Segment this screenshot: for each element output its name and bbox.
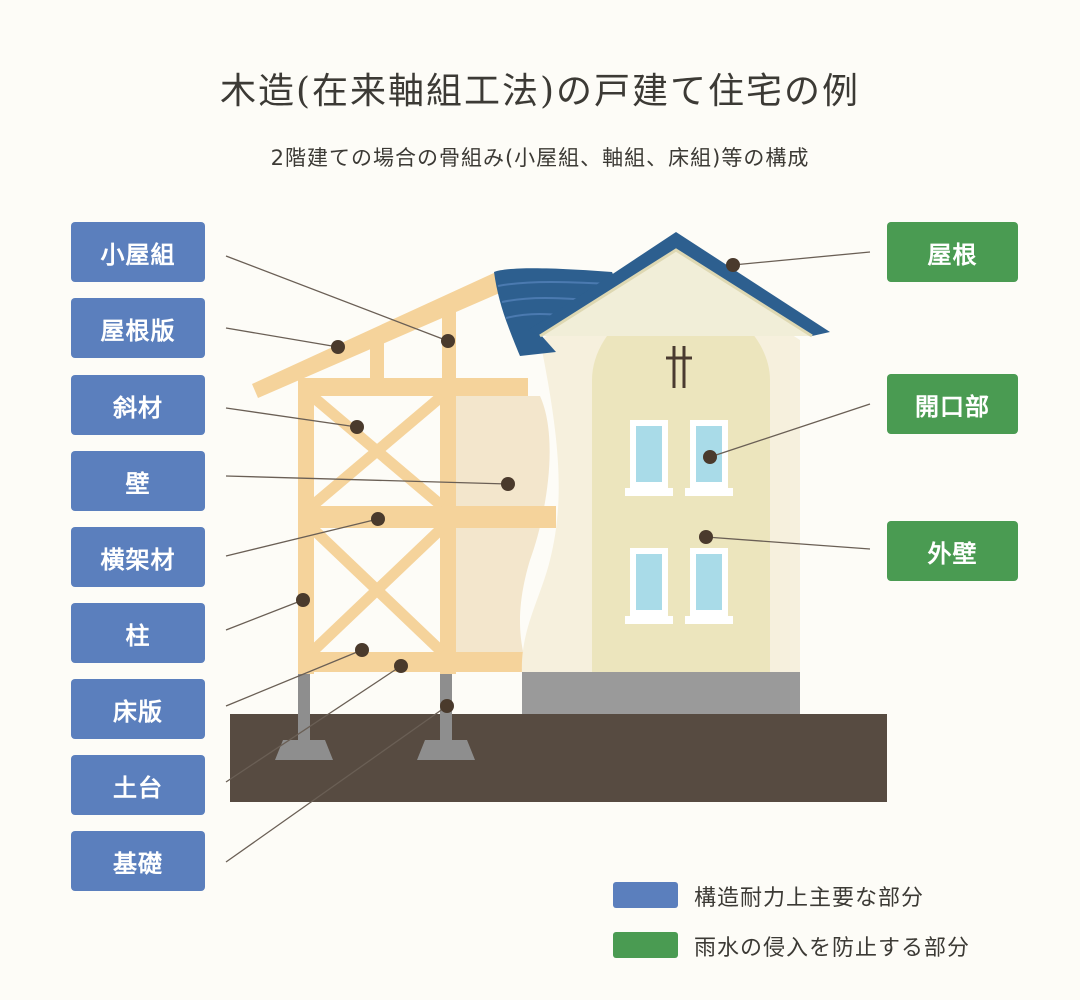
arch-facade xyxy=(592,298,770,674)
leader-lines xyxy=(225,251,871,863)
legend-text-structural: 構造耐力上主要な部分 xyxy=(694,886,925,911)
label-hashira: 柱 xyxy=(71,603,205,663)
gable-roof xyxy=(528,232,830,336)
legend-swatch-structural xyxy=(613,882,678,908)
label-kabe: 壁 xyxy=(71,451,205,511)
legend-swatch-rain xyxy=(613,932,678,958)
diagram-title: 木造(在来軸組工法)の戸建て住宅の例 xyxy=(219,71,861,112)
label-yane: 屋根 xyxy=(887,222,1018,282)
house-base xyxy=(522,672,800,714)
leader-dots xyxy=(296,258,740,713)
label-dodai: 土台 xyxy=(71,755,205,815)
label-yaneban: 屋根版 xyxy=(71,298,205,358)
wall-ornament xyxy=(666,346,692,388)
label-shazai: 斜材 xyxy=(71,375,205,435)
ground xyxy=(230,714,887,802)
label-gaiheki: 外壁 xyxy=(887,521,1018,581)
diagram-subtitle: 2階建ての場合の骨組み(小屋組、軸組、床組)等の構成 xyxy=(270,146,810,170)
label-kiso: 基礎 xyxy=(71,831,205,891)
label-kaikobu: 開口部 xyxy=(887,374,1018,434)
diagonal-braces xyxy=(308,391,446,656)
label-koyagumi: 小屋組 xyxy=(71,222,205,282)
legend-text-rain: 雨水の侵入を防止する部分 xyxy=(694,936,971,961)
label-yokogazai: 横架材 xyxy=(71,527,205,587)
label-yukaban: 床版 xyxy=(71,679,205,739)
windows xyxy=(625,420,733,624)
